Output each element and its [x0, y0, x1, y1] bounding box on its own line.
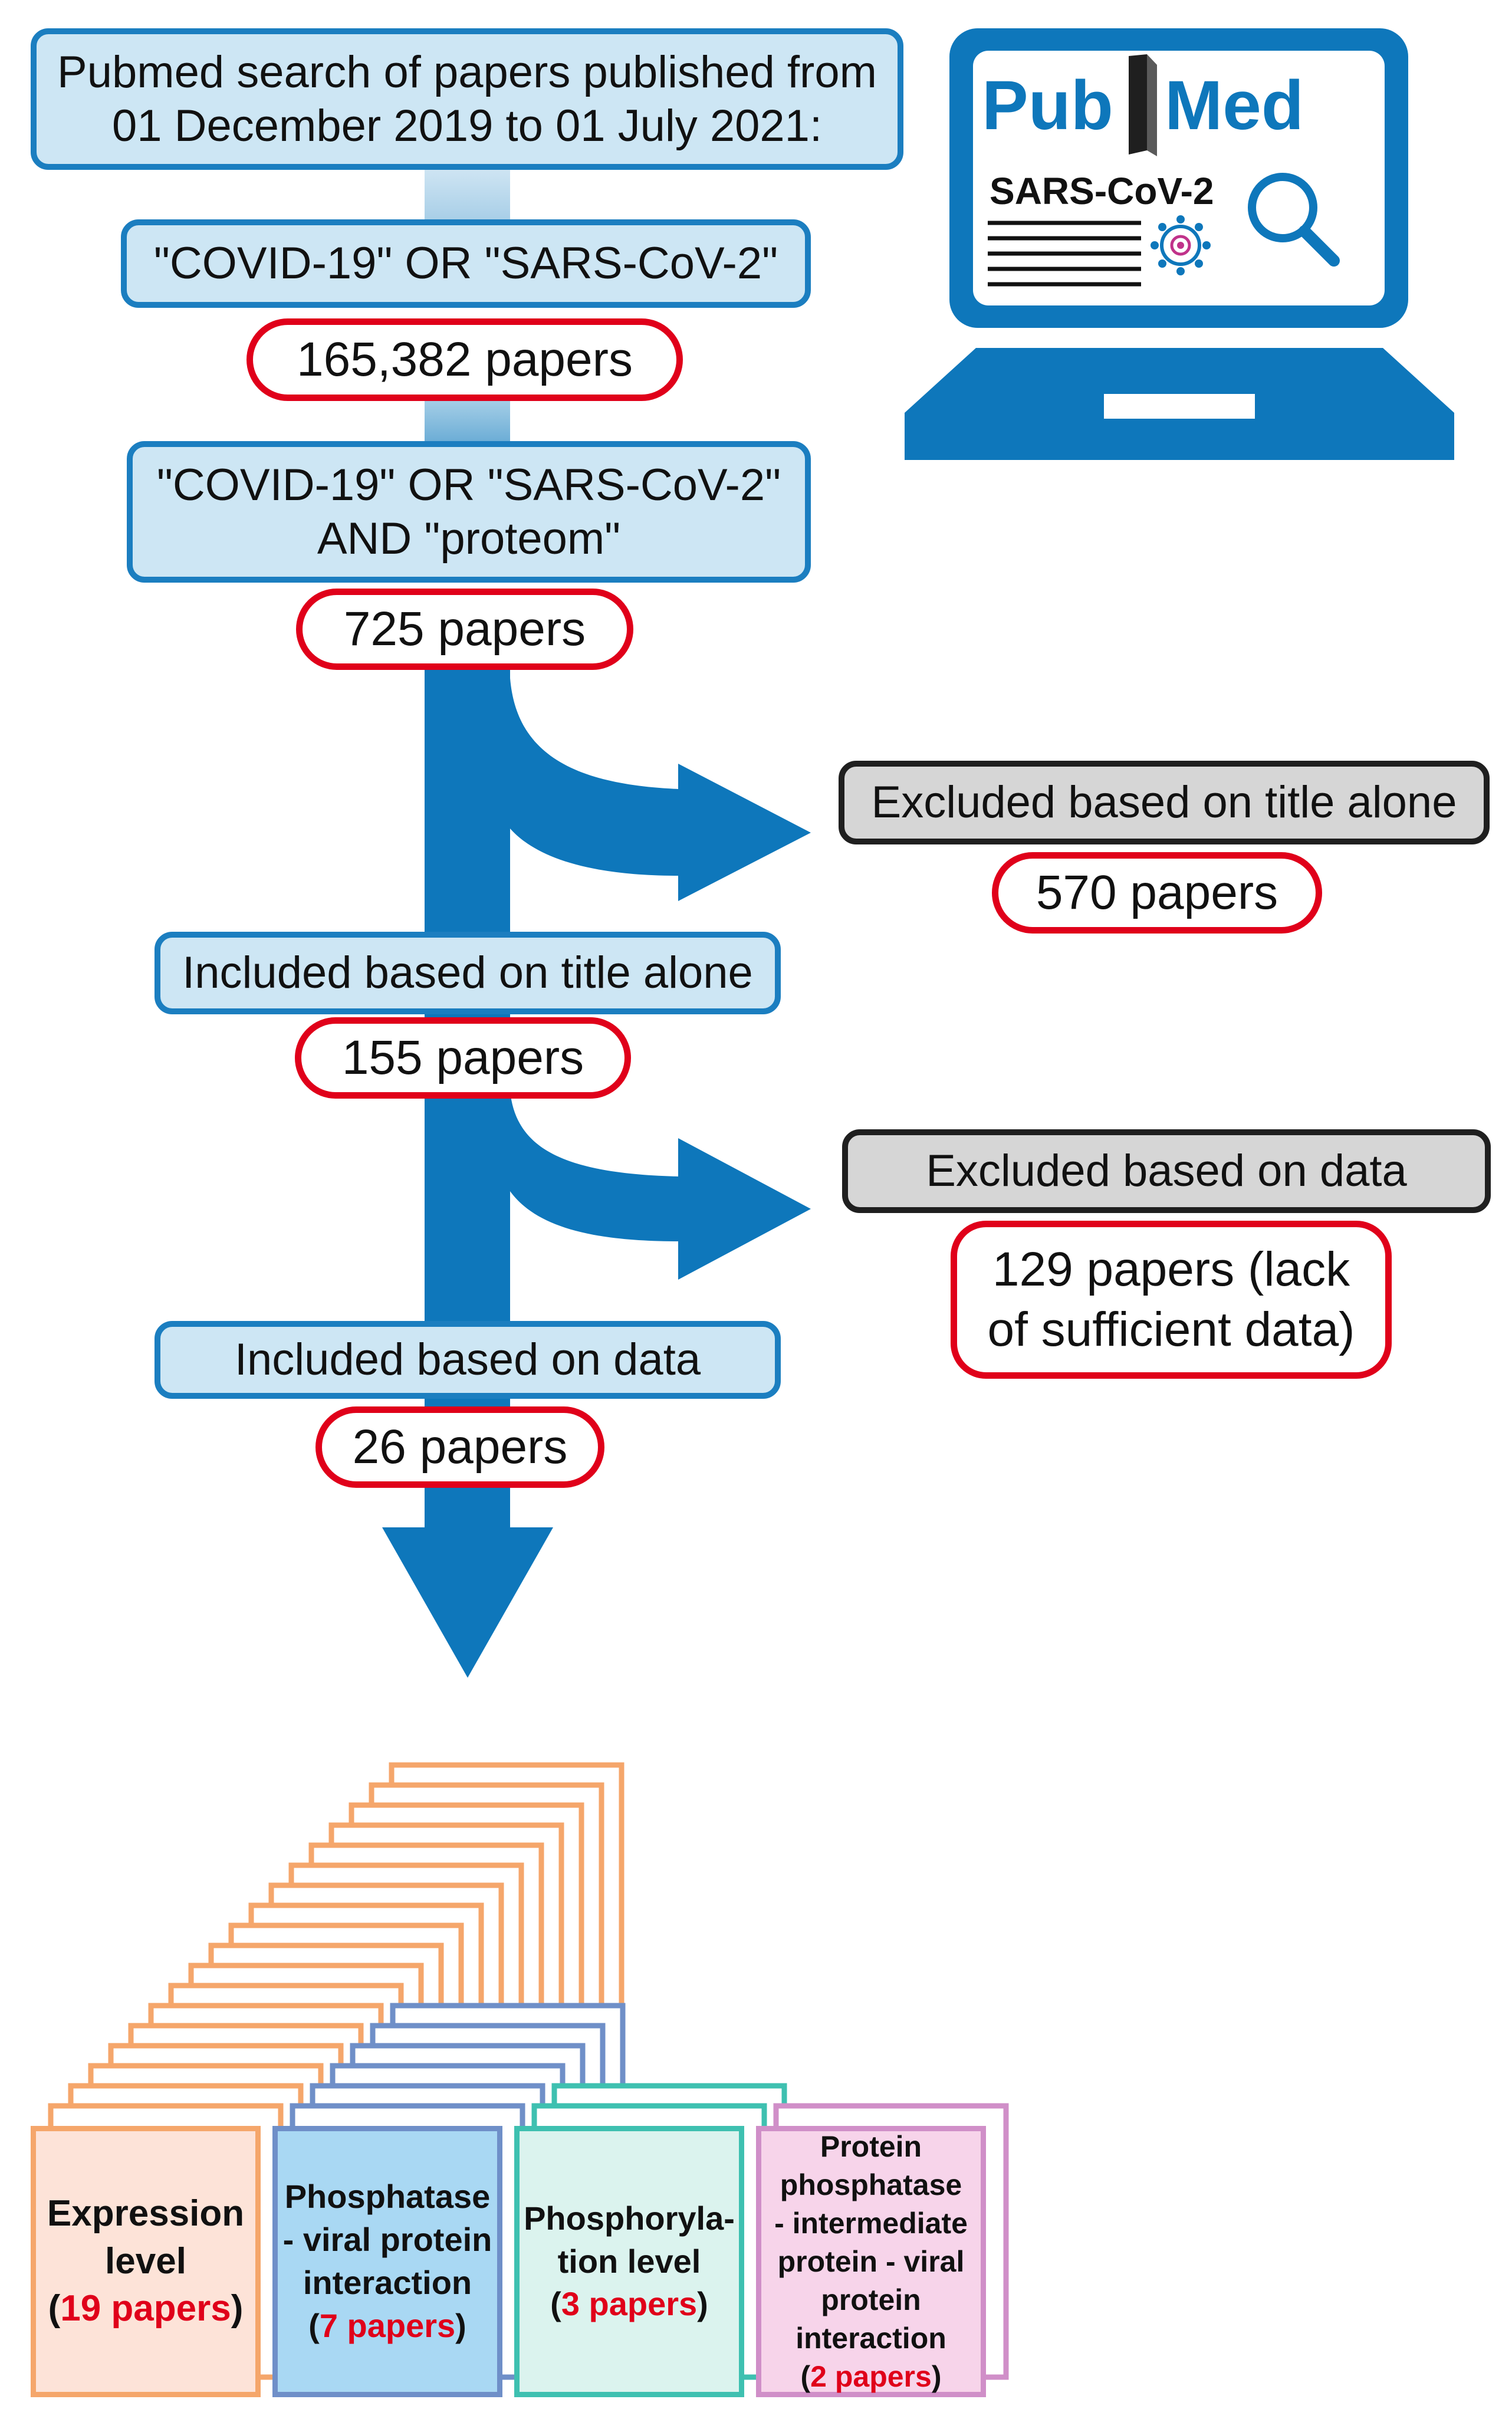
- pubmed-logo-pub: Pub: [982, 67, 1113, 144]
- branch-arrow-2: [510, 1091, 811, 1280]
- category-label: Protein phosphatase - intermediate prote…: [774, 2129, 968, 2355]
- count-all-papers: 165,382 papers: [246, 318, 683, 401]
- category-count: 3 papers: [561, 2285, 698, 2323]
- category-label: Expression level: [47, 2193, 245, 2282]
- category-label: Phosphoryla- tion level: [524, 2199, 735, 2280]
- query-covid-box: "COVID-19" OR "SARS-CoV-2": [121, 219, 811, 308]
- excluded-title-box: Excluded based on title alone: [839, 761, 1490, 844]
- count-excluded-data: 129 papers (lack of sufficient data): [951, 1221, 1392, 1379]
- included-data-box: Included based on data: [155, 1321, 781, 1399]
- branch-arrow-1: [510, 678, 811, 901]
- category-label: Phosphatase - viral protein interaction: [282, 2178, 492, 2301]
- excluded-data-box: Excluded based on data: [842, 1129, 1491, 1213]
- category-card: Phosphatase - viral protein interaction(…: [272, 2126, 502, 2397]
- included-title-box: Included based on title alone: [155, 932, 781, 1014]
- count-included-data: 26 papers: [315, 1406, 604, 1488]
- category-card: Phosphoryla- tion level(3 papers): [514, 2126, 744, 2397]
- query-proteom-box: "COVID-19" OR "SARS-CoV-2" AND "proteom": [127, 441, 811, 583]
- final-arrow: [382, 1527, 553, 1678]
- search-criteria-box: Pubmed search of papers published from 0…: [31, 28, 903, 170]
- category-card: Protein phosphatase - intermediate prote…: [756, 2126, 986, 2397]
- count-excluded-title: 570 papers: [992, 852, 1322, 934]
- pubmed-logo-med: Med: [1165, 67, 1304, 144]
- category-count: 2 papers: [810, 2359, 932, 2393]
- category-card: Expression level(19 papers): [31, 2126, 261, 2397]
- category-count: 7 papers: [319, 2306, 456, 2344]
- screen-sars-label: SARS-CoV-2: [990, 170, 1214, 212]
- count-included-title: 155 papers: [295, 1017, 631, 1099]
- category-count: 19 papers: [60, 2288, 231, 2329]
- count-proteom-papers: 725 papers: [296, 589, 633, 670]
